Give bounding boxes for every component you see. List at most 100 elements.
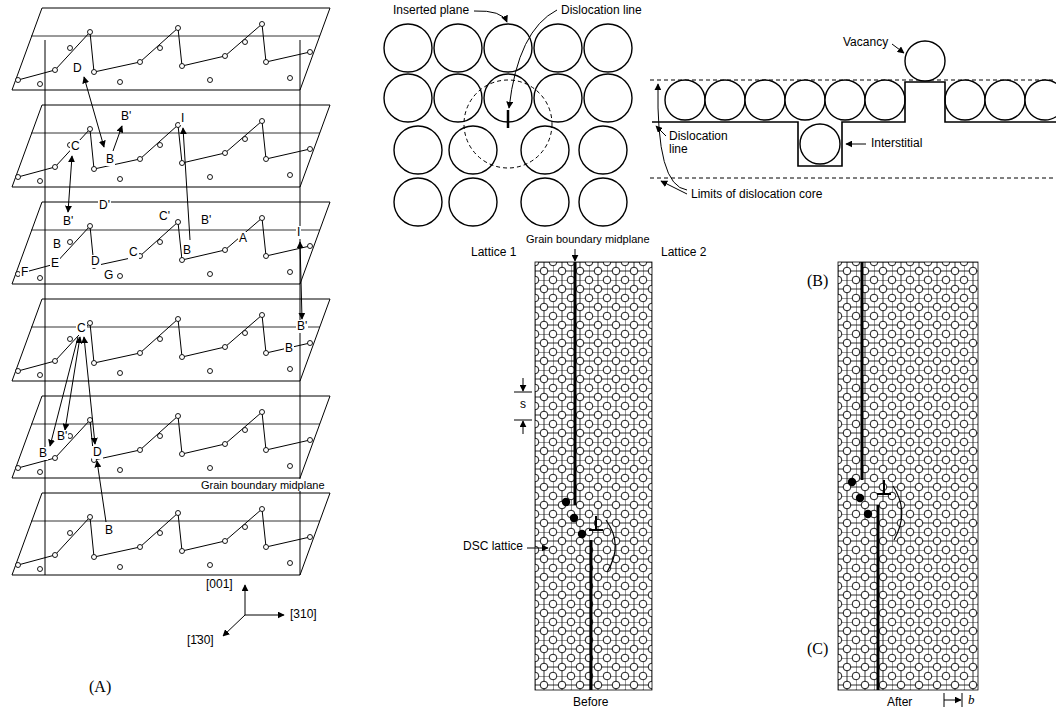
leader-arrow <box>509 10 557 108</box>
atom <box>705 80 745 120</box>
jump-arrow <box>97 461 106 522</box>
atomic-plane <box>12 202 330 284</box>
jump-arrow <box>65 337 80 430</box>
core-limit <box>650 80 1056 81</box>
annotation: DSC lattice <box>462 540 524 553</box>
panel-label: (C) <box>806 640 829 658</box>
atom <box>484 24 532 72</box>
spacing-arrow <box>523 421 524 434</box>
axis-label: [310] <box>289 608 318 621</box>
atom <box>579 126 627 174</box>
atom <box>394 126 442 174</box>
panel-label: (B) <box>806 272 829 290</box>
panel-label: (A) <box>88 678 112 696</box>
dsc-lattice <box>535 262 652 690</box>
annotation: Limits of dislocation core <box>690 188 823 201</box>
dislocation-line <box>652 82 1056 166</box>
atom-label: C <box>128 246 139 259</box>
jump-arrow <box>50 337 78 446</box>
core-circle <box>464 80 552 168</box>
atomic-plane <box>12 299 330 381</box>
annotation: Before <box>572 696 609 709</box>
annotation: Lattice 1 <box>470 246 517 259</box>
dislocation-symbol <box>589 516 603 530</box>
atom-label: B' <box>200 214 212 227</box>
atom-label: F <box>20 266 29 279</box>
burgers-tick <box>962 693 963 707</box>
atom-label: C' <box>158 210 171 223</box>
annotation: Interstitial <box>870 137 923 150</box>
annotation: Lattice 2 <box>660 246 707 259</box>
dislocation-symbol <box>507 110 510 128</box>
jump-arrow <box>84 337 95 444</box>
atom <box>449 126 497 174</box>
atom <box>534 74 582 122</box>
core-limit <box>650 178 1056 179</box>
atom-label: I <box>296 226 301 239</box>
spacing-arrow <box>523 378 524 391</box>
atom-label: B <box>105 153 115 166</box>
atom <box>434 24 482 72</box>
atom-label: G <box>103 269 114 282</box>
step-line <box>893 486 902 540</box>
annotation: Dislocation line <box>668 130 736 157</box>
atom <box>449 178 497 226</box>
axis-label: [1̄30] <box>186 634 215 647</box>
axis-arrow <box>245 585 246 615</box>
frame-line <box>45 40 46 575</box>
axis-arrow <box>245 615 284 616</box>
atom-label: D <box>90 255 101 268</box>
atom <box>584 74 632 122</box>
atom <box>394 178 442 226</box>
atom-label: B' <box>296 320 308 333</box>
atom-label: B' <box>120 110 132 123</box>
jump-arrow <box>113 126 122 151</box>
boundary-line <box>861 262 864 480</box>
axis-arrow <box>223 615 245 636</box>
burgers-arrow <box>944 700 961 701</box>
atom <box>985 80 1025 120</box>
annotation: Inserted plane <box>392 4 470 17</box>
dislocation-symbol <box>877 480 891 494</box>
atom <box>434 74 482 122</box>
step-line <box>606 520 615 572</box>
leader-arrow <box>656 126 666 136</box>
atom-label: B <box>182 244 192 257</box>
boundary-line <box>877 505 880 690</box>
jump-arrow <box>300 242 302 319</box>
atom-label: I <box>180 112 185 125</box>
atomic-plane <box>12 105 330 187</box>
jump-arrow <box>183 128 190 240</box>
atom <box>521 126 569 174</box>
dimension-label: s <box>519 398 527 411</box>
leader-arrow <box>527 548 548 549</box>
atom-label: B <box>104 524 114 537</box>
atom <box>584 24 632 72</box>
axis-label: [001] <box>205 578 234 591</box>
atom <box>785 80 825 120</box>
atom <box>865 80 905 120</box>
moving-atom <box>864 510 872 518</box>
leader-arrow <box>575 249 576 261</box>
atom-label: E <box>50 257 60 270</box>
atom-label: D' <box>98 199 111 212</box>
atom <box>665 80 705 120</box>
atom <box>384 74 432 122</box>
moving-atom <box>562 498 570 506</box>
spacing-tick <box>514 392 532 393</box>
moving-atom <box>848 478 856 486</box>
annotation: Vacancy <box>842 36 889 49</box>
atom-label: A <box>238 232 248 245</box>
moving-atom <box>856 494 864 502</box>
atomic-plane <box>12 8 330 90</box>
moving-atom <box>570 514 578 522</box>
boundary-line <box>590 540 593 690</box>
jump-arrow <box>68 156 72 212</box>
jump-arrow <box>84 77 104 147</box>
burgers-label: b <box>967 693 976 708</box>
atom-label: D <box>72 62 83 75</box>
dsc-lattice <box>838 262 978 690</box>
atom <box>825 80 865 120</box>
